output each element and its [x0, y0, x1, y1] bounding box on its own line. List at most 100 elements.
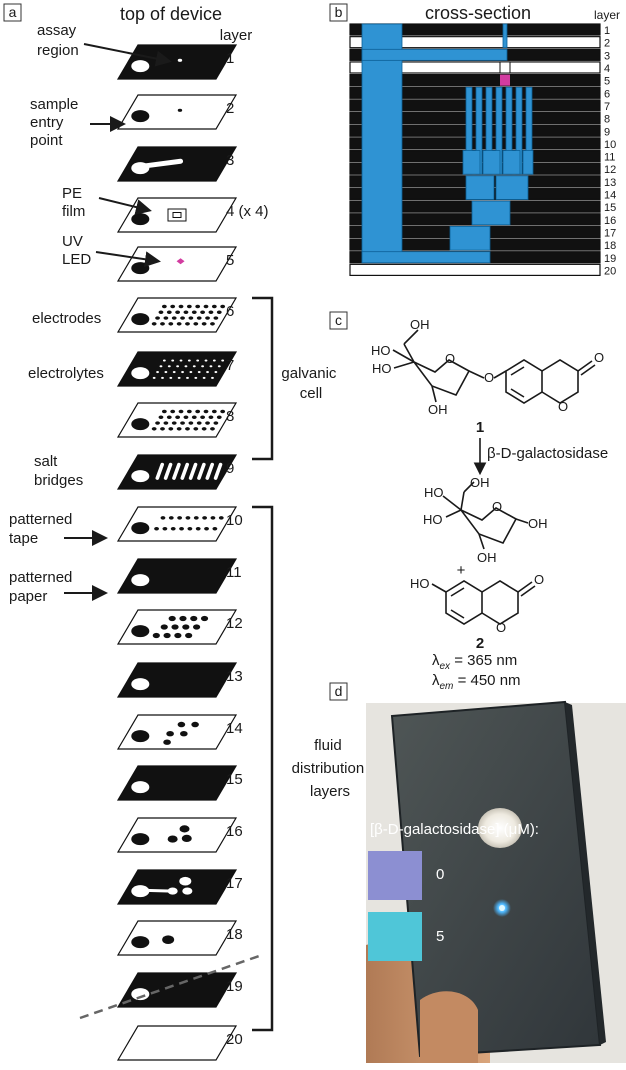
compound-1-oh3-bond	[393, 361, 415, 369]
compound-1-oh-top: OH	[410, 317, 430, 332]
lambda-em-value: = 450 nm	[453, 672, 520, 689]
layer-7-dot	[161, 376, 164, 379]
callout-patterned-paper-line2: paper	[9, 588, 47, 605]
panel-a-letter-box	[3, 3, 22, 22]
layer-10-dot	[160, 516, 166, 520]
layer-16	[116, 817, 238, 853]
lambda-ex-subscript: ex	[440, 661, 452, 672]
layer-6-dot	[210, 322, 215, 326]
xsec-layer-number-19: 19	[604, 253, 616, 265]
layer-8-dot	[195, 409, 201, 414]
layer-8-dot	[176, 427, 182, 431]
layer-9-salt-bridge	[163, 462, 173, 480]
xsec-layer-number-12: 12	[604, 164, 616, 176]
compound-1-ch2oh-bond-2	[403, 329, 419, 345]
layer-4	[116, 197, 238, 233]
lambda-ex-symbol: λ	[432, 652, 440, 669]
layer-12-dot	[152, 632, 160, 639]
layer-number-13: 13	[226, 668, 243, 685]
layer-8-dot	[216, 415, 222, 420]
layer-8-dot	[175, 415, 181, 420]
layer-8-dot	[168, 427, 174, 431]
galactose-oh-right: OH	[528, 516, 548, 531]
xsec-assay-column	[502, 23, 508, 49]
xsec-layer-number-7: 7	[604, 101, 610, 113]
layer-16-sheet	[116, 817, 238, 853]
compound-1-carbonyl-bond	[577, 360, 593, 372]
layer-4-film-inner	[172, 212, 182, 218]
xsec-layer-number-2: 2	[604, 38, 610, 50]
xsec-layer-2	[349, 36, 601, 49]
concentration-label: [β-D-galactosidase] (μM):	[370, 821, 539, 838]
layer-6-dot	[211, 304, 217, 309]
compound-2-aromatic-inner-2	[450, 609, 465, 619]
callout-assay-region-line2: region	[37, 42, 79, 59]
layer-number-4: 4 (x 4)	[226, 203, 269, 220]
device-card-edge	[565, 702, 606, 1045]
layer-18	[116, 920, 238, 956]
compound-2-lactone-ring	[481, 580, 519, 625]
compound-1-aromatic-inner-2	[510, 388, 525, 398]
xsec-layer-17-18-channel	[449, 225, 491, 251]
layer-10-dot	[195, 527, 201, 531]
galactose-ring	[460, 507, 518, 544]
layer-7-dot	[169, 376, 173, 379]
layer-10-dot	[162, 527, 168, 531]
panel-d-letter-box	[329, 682, 348, 701]
layer-8-dot	[210, 427, 215, 431]
layer-14-sample-port	[131, 730, 150, 743]
layer-6-dot	[208, 310, 214, 315]
compound-2-carbonyl-bond-2	[520, 585, 536, 597]
layer-7-dot	[177, 376, 181, 379]
xsec-layer-number-20: 20	[604, 265, 616, 277]
layer-7-dot	[212, 359, 216, 362]
layer-stack	[0, 44, 238, 1061]
layer-10-dot	[204, 527, 209, 531]
xsec-layer-number-14: 14	[604, 190, 616, 202]
xsec-pair-2	[482, 150, 501, 175]
xsec-branch-a	[465, 175, 495, 200]
layer-number-19: 19	[226, 978, 243, 995]
galactose-ch2oh-bond-2	[463, 481, 475, 493]
layer-7-dot	[209, 365, 213, 368]
layer-6-dot	[175, 310, 181, 315]
galactose-ring-o: O	[492, 499, 502, 514]
callout-electrodes: electrodes	[32, 310, 101, 327]
galactose-structure	[442, 481, 529, 550]
layer-8-dot	[196, 421, 202, 425]
layer-7-dot	[164, 371, 168, 374]
layer-7-dot	[152, 376, 156, 379]
layer-6-dot	[171, 316, 177, 320]
layer-16-dot	[167, 835, 178, 843]
layer-13	[116, 662, 238, 698]
layer-12	[116, 609, 238, 645]
layer-18-sample-port	[131, 936, 150, 949]
layer-7	[116, 351, 238, 387]
layer-3-channel	[144, 158, 184, 169]
layer-11-sample-port	[131, 574, 150, 587]
section-cut-line	[79, 953, 263, 1020]
uv-led-arrow	[95, 251, 161, 268]
group-galvanic-cell-line2: cell	[300, 385, 323, 402]
compound-2-structure	[431, 580, 536, 625]
layer-number-9: 9	[226, 460, 234, 477]
layer-9	[116, 454, 238, 490]
compound-1-glycosidic-bond-1	[468, 370, 485, 379]
layer-number-8: 8	[226, 408, 234, 425]
layer-number-10: 10	[226, 512, 243, 529]
layer-5	[116, 246, 238, 282]
xsec-branch-b	[495, 175, 529, 200]
layer-6-dot	[200, 310, 206, 315]
layer-7-dot	[181, 371, 184, 374]
layer-7-sample-port	[131, 367, 150, 380]
swatch-5	[368, 912, 422, 961]
layer-6-dot	[220, 304, 226, 309]
lambda-em-subscript: em	[440, 681, 454, 692]
galactose-oh-bottom: OH	[477, 550, 497, 565]
layer-6-dot	[158, 310, 164, 315]
layer-1-sheet	[116, 44, 238, 80]
layer-8-dot	[171, 421, 177, 425]
